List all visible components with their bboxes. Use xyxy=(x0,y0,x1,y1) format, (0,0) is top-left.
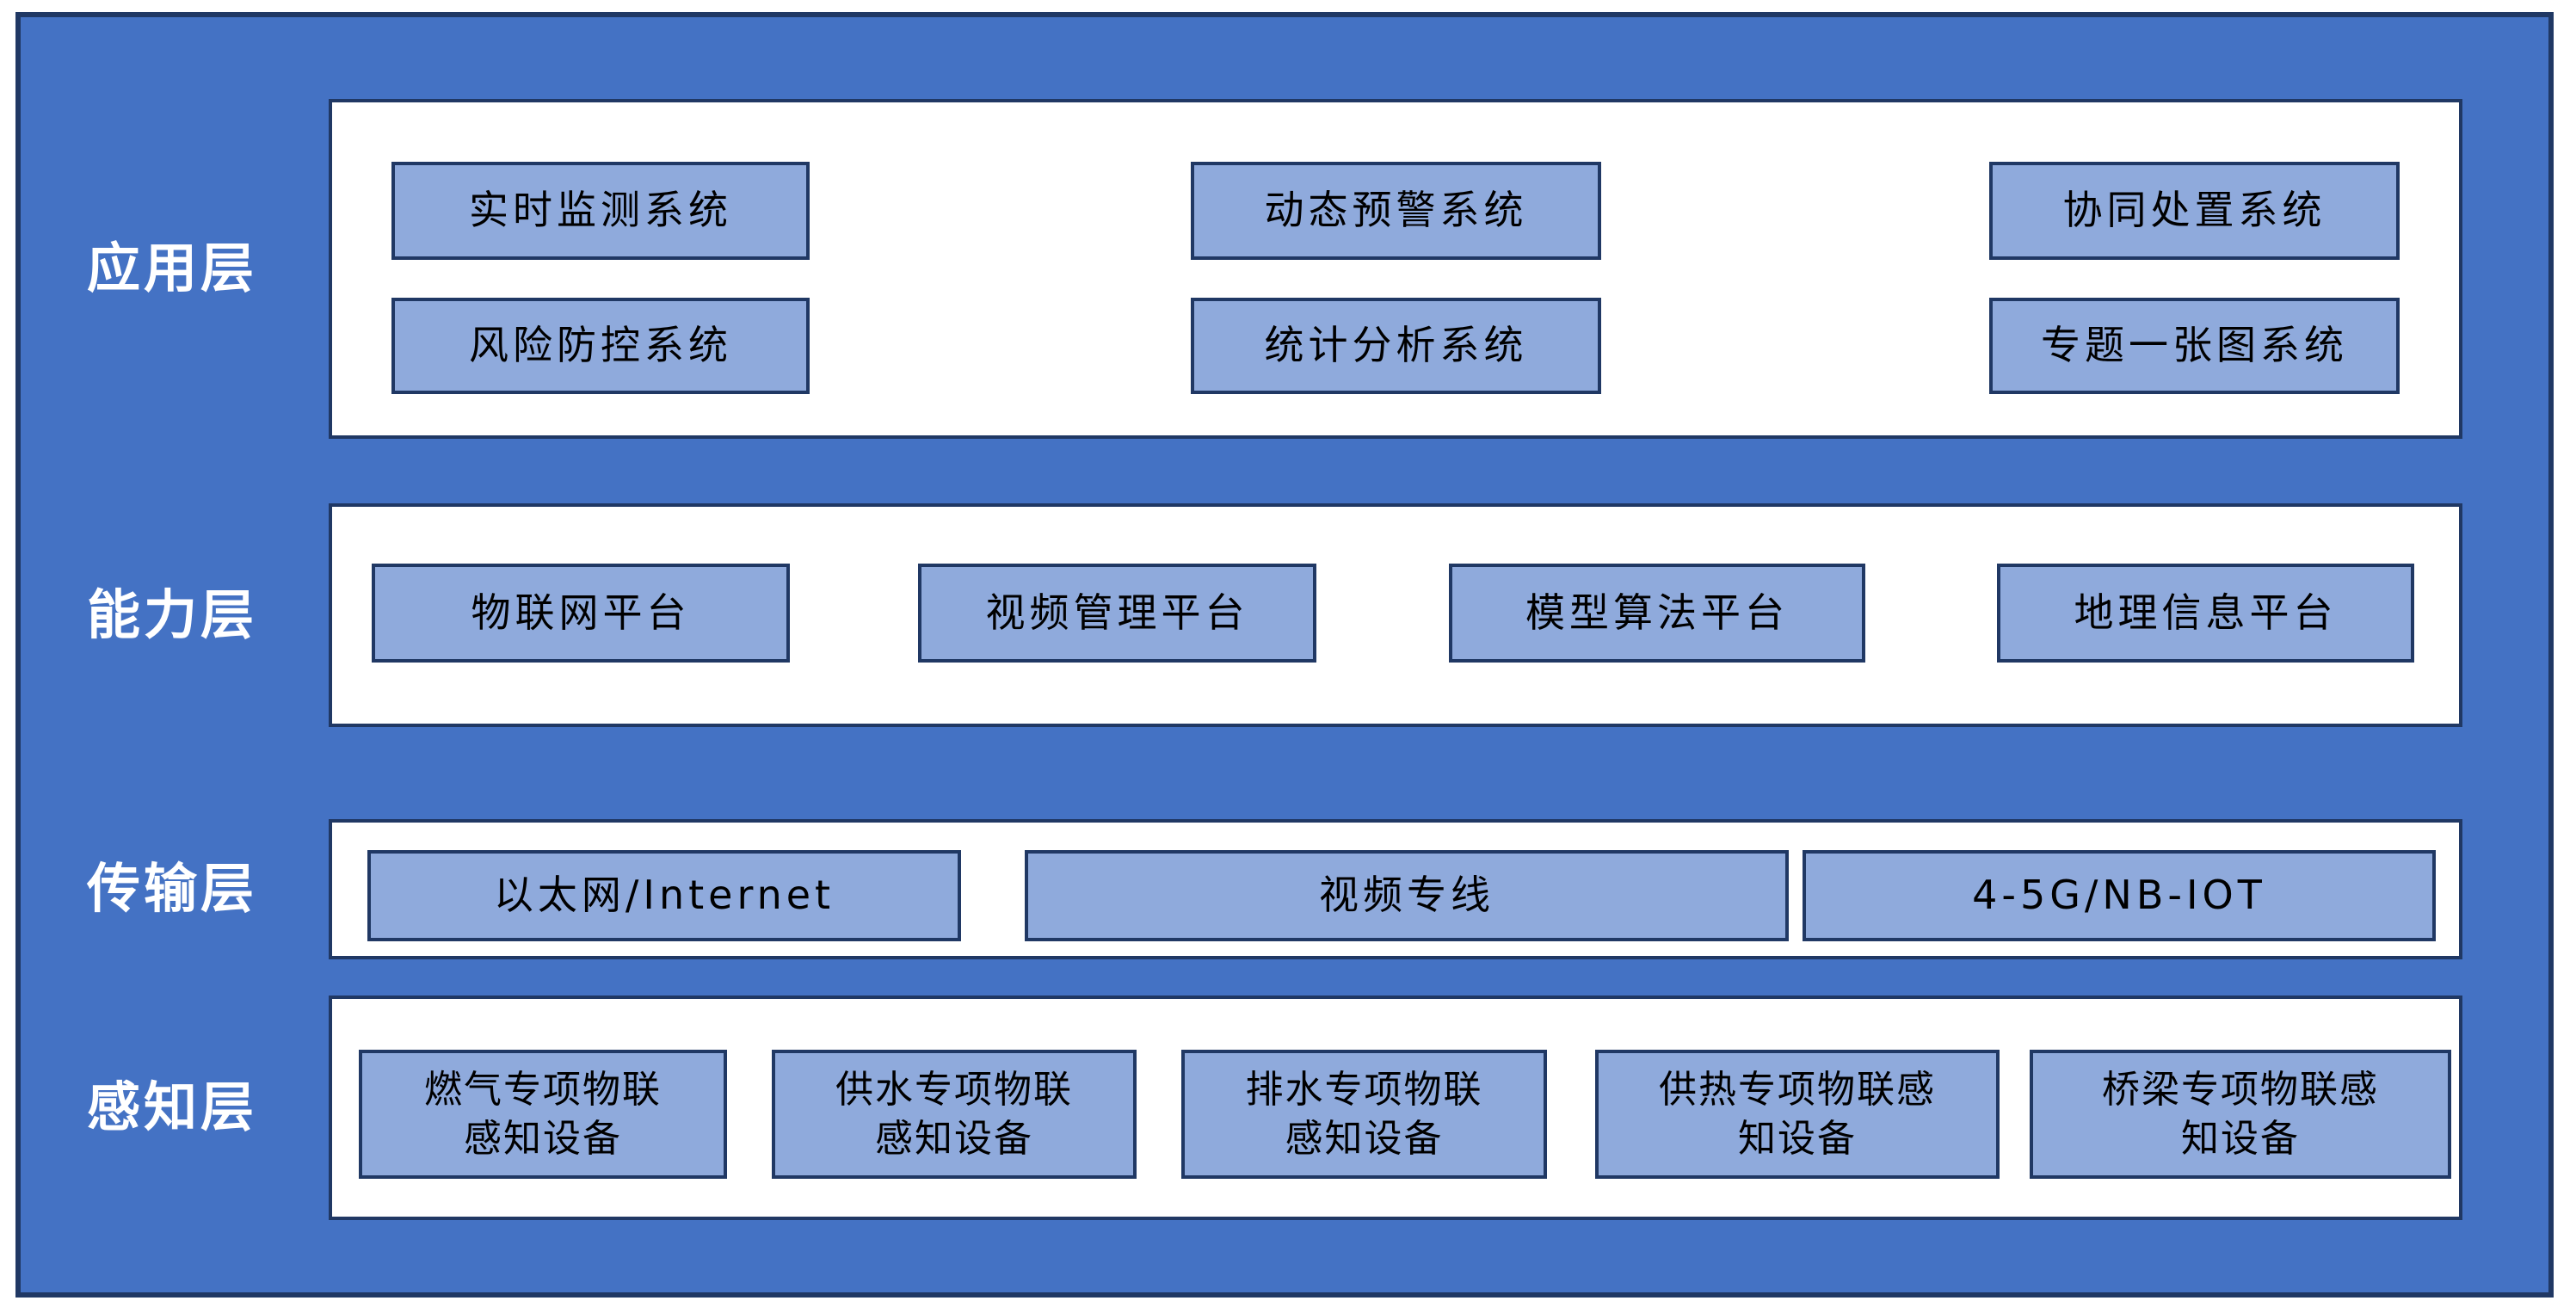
layer-label-transmission: 传输层 xyxy=(86,857,257,920)
box-statistical-analysis-system: 统计分析系统 xyxy=(1191,298,1601,394)
box-label: 视频专线 xyxy=(1319,872,1494,919)
box-label-line1: 供热专项物联感 xyxy=(1659,1067,1936,1112)
box-label-line2: 感知设备 xyxy=(1285,1117,1444,1161)
box-label-line2: 知设备 xyxy=(1738,1117,1857,1161)
box-label-line2: 感知设备 xyxy=(464,1117,622,1161)
box-label: 以太网/Internet xyxy=(493,872,835,919)
box-model-algorithm-platform: 模型算法平台 xyxy=(1449,564,1865,663)
box-water-supply-iot-sensing-devices: 供水专项物联 感知设备 xyxy=(772,1050,1137,1179)
box-gis-platform: 地理信息平台 xyxy=(1997,564,2414,663)
box-drainage-iot-sensing-devices: 排水专项物联 感知设备 xyxy=(1181,1050,1547,1179)
box-dynamic-warning-system: 动态预警系统 xyxy=(1191,162,1601,260)
box-ethernet-internet: 以太网/Internet xyxy=(367,850,961,941)
box-label-line2: 知设备 xyxy=(2181,1117,2300,1161)
box-heating-iot-sensing-devices: 供热专项物联感 知设备 xyxy=(1595,1050,2000,1179)
box-label-line1: 燃气专项物联 xyxy=(424,1067,662,1112)
box-label: 4-5G/NB-IOT xyxy=(1972,872,2266,919)
box-label: 协同处置系统 xyxy=(2062,187,2326,234)
layer-label-application: 应用层 xyxy=(86,237,257,299)
box-iot-platform: 物联网平台 xyxy=(372,564,790,663)
box-label-line2: 感知设备 xyxy=(875,1117,1033,1161)
box-label-line1: 排水专项物联 xyxy=(1245,1067,1483,1112)
box-label: 专题一张图系统 xyxy=(2041,322,2348,369)
box-label: 地理信息平台 xyxy=(2074,589,2338,636)
box-realtime-monitoring-system: 实时监测系统 xyxy=(391,162,810,260)
box-video-management-platform: 视频管理平台 xyxy=(918,564,1316,663)
box-label: 视频管理平台 xyxy=(985,589,1249,636)
box-4-5g-nb-iot: 4-5G/NB-IOT xyxy=(1803,850,2436,941)
box-label: 统计分析系统 xyxy=(1264,322,1528,369)
layer-label-capability: 能力层 xyxy=(86,583,257,646)
box-video-dedicated-line: 视频专线 xyxy=(1025,850,1789,941)
box-label: 风险防控系统 xyxy=(469,322,732,369)
box-label-line1: 桥梁专项物联感 xyxy=(2102,1067,2379,1112)
box-label: 实时监测系统 xyxy=(469,187,732,234)
box-collaborative-disposal-system: 协同处置系统 xyxy=(1989,162,2400,260)
box-risk-prevention-system: 风险防控系统 xyxy=(391,298,810,394)
box-label: 物联网平台 xyxy=(471,589,691,636)
box-label-line1: 供水专项物联 xyxy=(835,1067,1073,1112)
box-label: 模型算法平台 xyxy=(1525,589,1789,636)
box-bridge-iot-sensing-devices: 桥梁专项物联感 知设备 xyxy=(2030,1050,2451,1179)
box-label: 动态预警系统 xyxy=(1264,187,1528,234)
box-gas-iot-sensing-devices: 燃气专项物联 感知设备 xyxy=(359,1050,727,1179)
box-thematic-one-map-system: 专题一张图系统 xyxy=(1989,298,2400,394)
layer-label-perception: 感知层 xyxy=(86,1076,257,1138)
